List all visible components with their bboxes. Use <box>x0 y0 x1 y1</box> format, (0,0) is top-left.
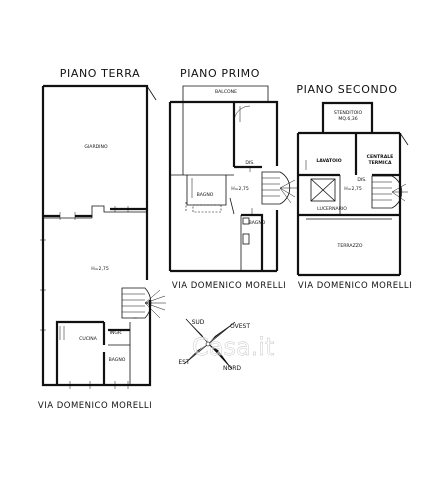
second-landing-label: DIS. <box>357 177 366 183</box>
ground-street-label: VIA DOMENICO MORELLI <box>38 401 152 411</box>
first-floor-title: PIANO PRIMO <box>180 67 260 80</box>
second-street-label: VIA DOMENICO MORELLI <box>298 281 412 291</box>
second-height-label: H=2,75 <box>344 186 362 192</box>
terrace-label: TERRAZZO <box>337 243 363 249</box>
skylight-label: LUCERNARIO <box>317 206 347 212</box>
balcony-label: BALCONE <box>215 89 237 95</box>
compass-north: NORD <box>223 365 241 372</box>
thermal-plant-label-1: CENTRALE <box>367 154 394 160</box>
drying-room-area: MQ.6,36 <box>338 116 357 122</box>
second-floor-plan <box>296 101 409 277</box>
compass-south: SUD <box>192 319 205 326</box>
compass-west: OVEST <box>230 323 250 330</box>
ground-floor-plan <box>40 84 166 389</box>
first-street-label: VIA DOMENICO MORELLI <box>172 281 286 291</box>
ground-bath-label: BAGNO <box>109 357 126 363</box>
first-bath-upper-label: BAGNO <box>197 192 214 198</box>
garden-label: GIARDINO <box>84 144 108 150</box>
first-floor-plan <box>168 85 297 273</box>
compass-east: EST <box>178 359 190 366</box>
thermal-plant-label-2: TERMICA <box>368 160 391 166</box>
ground-height-label: H=2,75 <box>91 266 109 272</box>
first-bath-lower-label: BAGNO <box>249 220 266 226</box>
entrance-label: INGR. <box>110 330 123 336</box>
kitchen-label: CUCINA <box>79 336 98 342</box>
drying-room-label: STENDITOIO <box>334 110 363 116</box>
compass-rose <box>183 318 236 370</box>
second-floor-title: PIANO SECONDO <box>296 83 397 96</box>
casa-watermark: Casa.it <box>192 333 274 361</box>
ground-floor-title: PIANO TERRA <box>60 67 140 80</box>
first-height-label: H=2,75 <box>231 186 249 192</box>
first-landing-label: DIS. <box>245 160 254 166</box>
laundry-label: LAVATOIO <box>316 158 341 164</box>
